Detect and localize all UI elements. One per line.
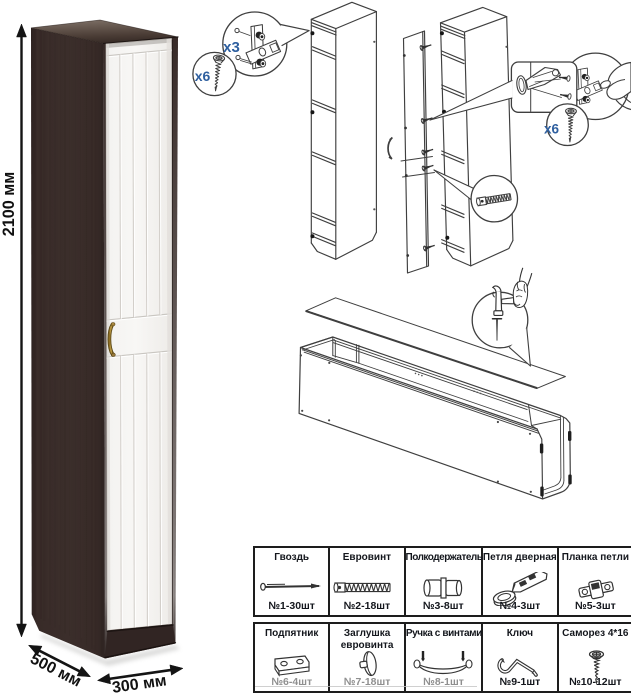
svg-text:2100 мм: 2100 мм [0, 172, 18, 236]
svg-text:x6: x6 [544, 122, 560, 137]
svg-text:x6: x6 [195, 68, 211, 84]
svg-text:x3: x3 [223, 39, 240, 56]
